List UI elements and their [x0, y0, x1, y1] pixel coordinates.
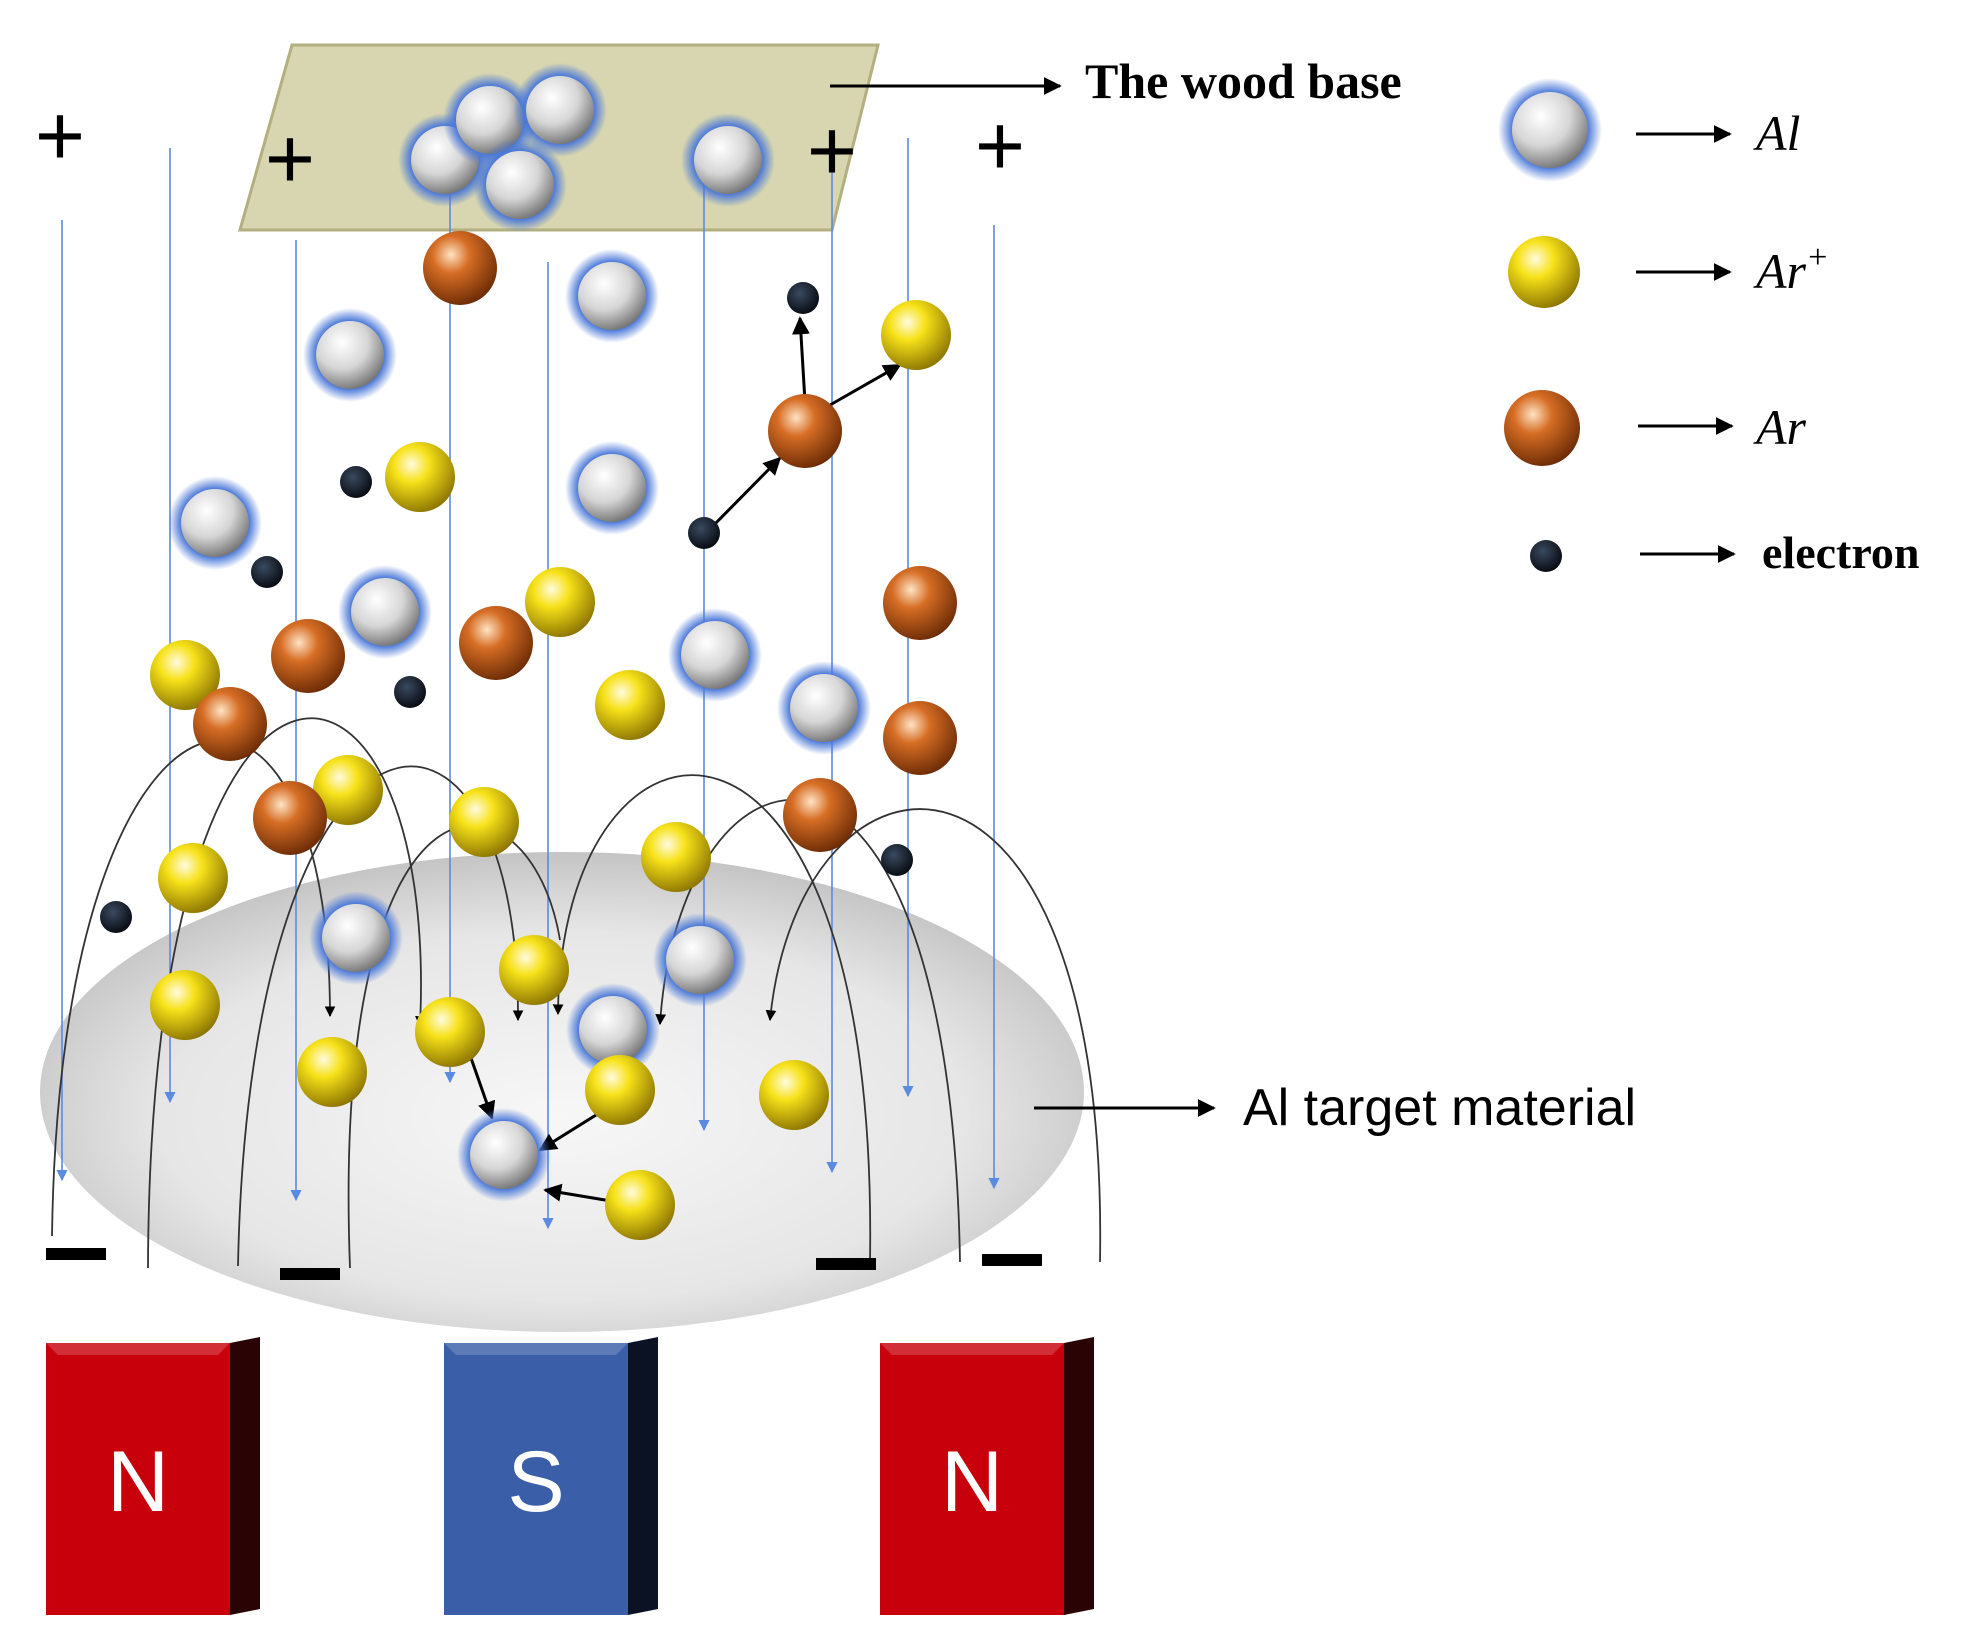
- legend-ar-icon: [1504, 390, 1580, 466]
- legend-label-ar: Ar: [1753, 399, 1807, 455]
- ar-atom: [459, 606, 533, 680]
- electron: [394, 676, 426, 708]
- magnet-north: N: [880, 1337, 1094, 1615]
- ar-ion: [525, 567, 595, 637]
- ar-ion: [385, 442, 455, 512]
- charge-signs: + + + +: [35, 88, 1042, 1280]
- magnet-north: N: [46, 1337, 260, 1615]
- al-atom: [777, 661, 871, 755]
- al-atom: [681, 113, 775, 207]
- electron: [881, 844, 913, 876]
- ar-ion: [449, 787, 519, 857]
- al-atom: [565, 441, 659, 535]
- al-atom: [168, 476, 262, 570]
- magnet-pole-label: N: [107, 1434, 169, 1530]
- legend-icons: [1498, 78, 1602, 572]
- legend-ar-ion-icon: [1508, 236, 1580, 308]
- al-atom: [653, 913, 747, 1007]
- minus-sign: [46, 1248, 106, 1260]
- ar-ion: [150, 970, 220, 1040]
- magnet-pole-label: N: [941, 1434, 1003, 1530]
- magnet-south: S: [444, 1337, 658, 1615]
- ar-atom: [423, 231, 497, 305]
- wood-base-label: The wood base: [1085, 53, 1402, 109]
- ar-ion: [605, 1170, 675, 1240]
- ar-atom: [271, 619, 345, 693]
- al-atom: [513, 63, 607, 157]
- ar-ion: [499, 935, 569, 1005]
- ar-ion: [313, 755, 383, 825]
- plus-sign: +: [975, 98, 1025, 194]
- ar-atom: [883, 701, 957, 775]
- ar-atom: [783, 778, 857, 852]
- ar-ion: [595, 670, 665, 740]
- legend-label-electron: electron: [1762, 527, 1920, 578]
- plus-sign: +: [807, 103, 857, 199]
- al-atom: [668, 608, 762, 702]
- ar-ion: [585, 1055, 655, 1125]
- minus-sign: [816, 1258, 876, 1270]
- electron: [251, 556, 283, 588]
- minus-sign: [982, 1254, 1042, 1266]
- al-atom: [309, 891, 403, 985]
- ar-atom: [768, 394, 842, 468]
- ar-atom: [253, 781, 327, 855]
- al-atom: [457, 1108, 551, 1202]
- ar-atom: [883, 566, 957, 640]
- legend-al-icon: [1498, 78, 1602, 182]
- plus-sign: +: [265, 111, 315, 207]
- legend-electron-icon: [1530, 540, 1562, 572]
- minus-sign: [280, 1268, 340, 1280]
- legend-label-ar-ion: Ar+: [1753, 239, 1829, 299]
- ar-ion: [158, 843, 228, 913]
- particle-layer: [100, 63, 957, 1240]
- ar-ion: [415, 997, 485, 1067]
- ar-ion: [641, 822, 711, 892]
- electron: [340, 466, 372, 498]
- al-target-disk: [40, 852, 1084, 1332]
- ar-atom: [193, 687, 267, 761]
- ar-ion: [150, 640, 220, 710]
- electron: [787, 282, 819, 314]
- legend-label-al: Al: [1753, 105, 1800, 161]
- legend: Al Ar+ Ar electron: [1498, 78, 1920, 578]
- al-atom: [566, 983, 660, 1077]
- al-atom: [473, 138, 567, 232]
- interaction-arrows: [469, 316, 902, 1204]
- ar-ion: [759, 1060, 829, 1130]
- electron: [100, 901, 132, 933]
- plus-sign: +: [35, 88, 85, 184]
- ar-ion: [881, 300, 951, 370]
- target-label: Al target material: [1243, 1079, 1636, 1137]
- al-atom: [338, 565, 432, 659]
- ar-ion: [297, 1037, 367, 1107]
- magnet-pole-label: S: [507, 1434, 564, 1530]
- al-atom: [565, 249, 659, 343]
- al-atom: [303, 308, 397, 402]
- electron: [688, 517, 720, 549]
